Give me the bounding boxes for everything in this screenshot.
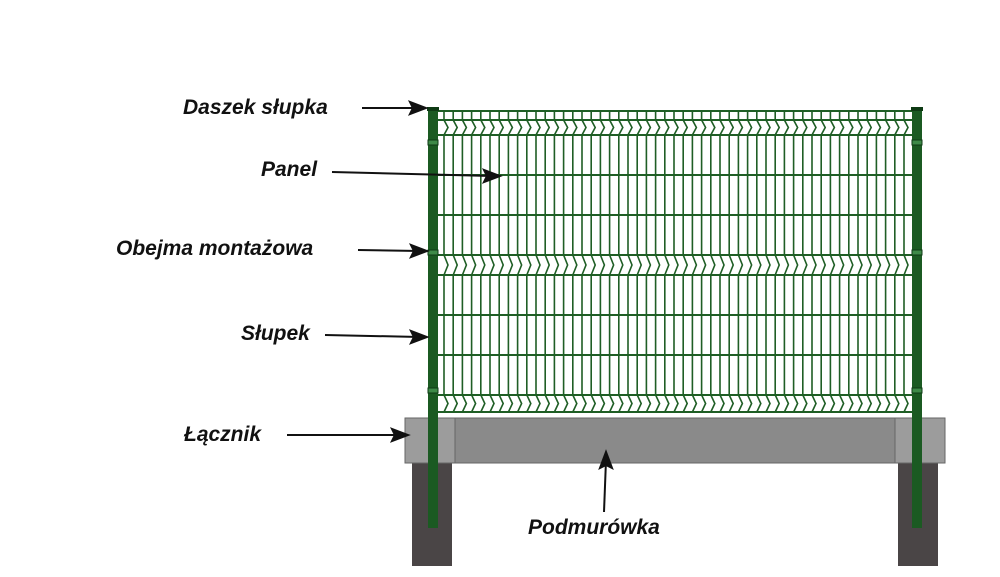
vertical-wire	[507, 110, 514, 413]
vertical-wire	[894, 110, 900, 413]
vertical-wire	[903, 110, 909, 413]
left-post	[428, 108, 438, 528]
vertical-wire	[664, 110, 670, 413]
post-cap	[427, 107, 439, 111]
mounting-clamp	[427, 139, 439, 146]
mounting-clamp	[911, 139, 923, 146]
vertical-wire	[820, 110, 827, 413]
arrow-panel	[331, 171, 493, 177]
vertical-wire	[636, 110, 643, 413]
mounting-clamp	[427, 387, 439, 394]
vertical-wire	[645, 110, 652, 413]
vertical-wire	[691, 110, 698, 413]
posts	[427, 107, 923, 528]
vertical-wire	[627, 110, 633, 413]
panel-mesh	[438, 110, 912, 413]
vertical-wire	[544, 110, 551, 413]
label-clamp: Obejma montażowa	[116, 237, 314, 260]
label-panel: Panel	[261, 158, 318, 181]
arrow-clamp	[357, 249, 421, 252]
base-wall	[404, 417, 946, 464]
arrowhead	[408, 243, 430, 259]
vertical-wire	[590, 110, 597, 413]
right-post	[912, 108, 922, 528]
arrowhead	[481, 168, 503, 184]
arrow-base	[603, 459, 607, 513]
vertical-wire	[700, 110, 707, 413]
vertical-wire	[654, 110, 661, 413]
vertical-wire	[783, 110, 790, 413]
mounting-clamp	[911, 249, 923, 256]
vertical-wire	[746, 110, 753, 413]
vertical-wire	[452, 110, 459, 413]
vertical-wire	[838, 110, 845, 413]
mounting-clamp	[427, 249, 439, 256]
vertical-wire	[599, 110, 606, 413]
footings	[412, 462, 938, 566]
post-cap-right	[911, 107, 923, 111]
vertical-wire	[728, 110, 735, 413]
vertical-wire	[443, 110, 449, 413]
vertical-wire	[526, 110, 532, 413]
vertical-wire	[480, 110, 486, 413]
vertical-wire	[792, 110, 799, 413]
vertical-wire	[489, 110, 495, 413]
vertical-wire	[608, 110, 615, 413]
label-post: Słupek	[241, 322, 310, 345]
label-base: Podmurówka	[528, 516, 660, 539]
vertical-wire	[875, 110, 882, 413]
arrow-post	[324, 334, 421, 338]
vertical-wire	[756, 110, 762, 413]
vertical-wire	[848, 110, 854, 413]
mounting-clamp	[911, 387, 923, 394]
vertical-wire	[535, 110, 541, 413]
arrows	[287, 100, 614, 513]
arrowhead	[598, 449, 614, 471]
arrowhead	[407, 100, 429, 116]
vertical-wire	[802, 110, 808, 413]
arrowhead	[389, 427, 411, 443]
label-connector: Łącznik	[184, 423, 262, 446]
arrowhead	[408, 329, 430, 345]
vertical-wire	[572, 110, 578, 413]
vertical-wire	[562, 110, 569, 413]
vertical-wire	[829, 110, 836, 413]
vertical-wire	[884, 110, 891, 413]
vertical-wire	[737, 110, 744, 413]
vertical-wire	[673, 110, 679, 413]
vertical-wire	[719, 110, 725, 413]
vertical-wire	[765, 110, 771, 413]
vertical-wire	[461, 110, 468, 413]
label-post-cap: Daszek słupka	[183, 96, 328, 119]
vertical-wire	[581, 110, 587, 413]
vertical-wire	[516, 110, 523, 413]
vertical-wire	[682, 110, 689, 413]
vertical-wire	[774, 110, 781, 413]
vertical-wire	[618, 110, 624, 413]
vertical-wire	[470, 110, 477, 413]
vertical-wire	[553, 110, 560, 413]
vertical-wire	[866, 110, 873, 413]
vertical-wire	[710, 110, 716, 413]
vertical-wire	[811, 110, 817, 413]
vertical-wire	[498, 110, 505, 413]
vertical-wire	[857, 110, 863, 413]
